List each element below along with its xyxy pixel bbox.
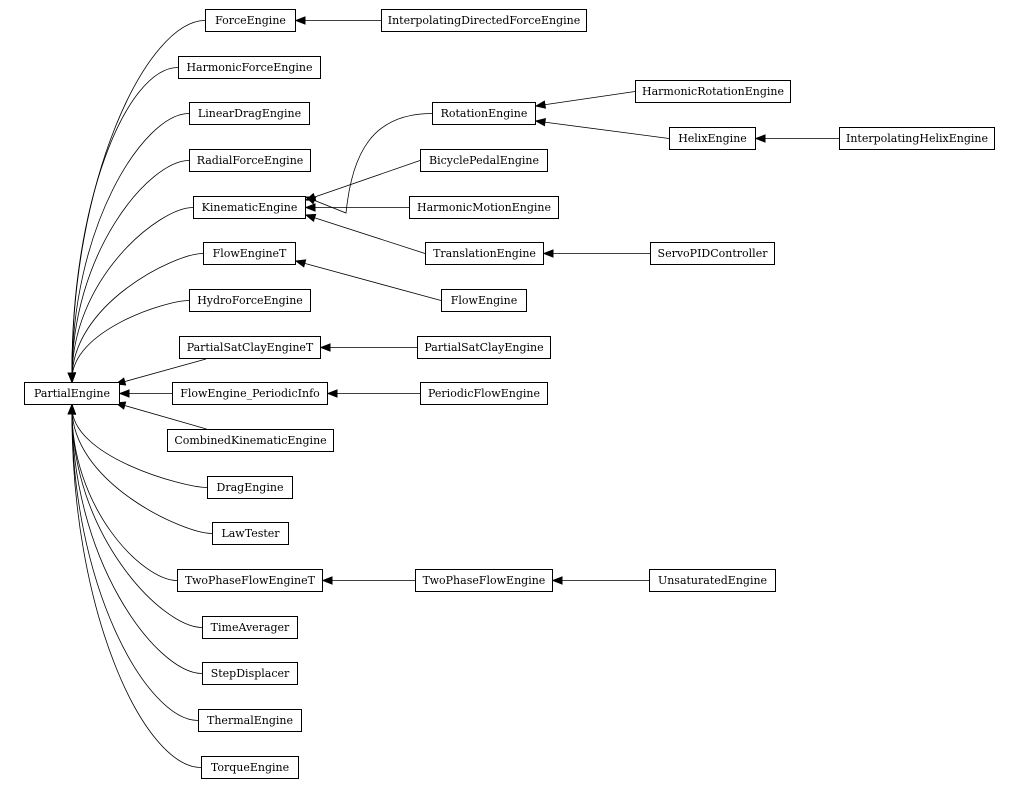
edge-harmonic-rotation-engine-to-rotation-engine-arrowhead xyxy=(534,100,547,109)
class-node-unsaturated-engine[interactable]: UnsaturatedEngine xyxy=(649,569,776,592)
edge-torque-engine-to-partial-engine xyxy=(71,405,202,768)
edge-two-phase-flow-engine-t-to-partial-engine xyxy=(71,405,178,581)
class-node-rotation-engine[interactable]: RotationEngine xyxy=(432,102,536,125)
edge-torque-engine-to-partial-engine-arrowhead xyxy=(67,403,77,415)
class-node-periodic-flow-engine[interactable]: PeriodicFlowEngine xyxy=(420,382,548,405)
class-node-harmonic-rotation-engine[interactable]: HarmonicRotationEngine xyxy=(635,80,791,103)
class-node-torque-engine[interactable]: TorqueEngine xyxy=(201,756,299,779)
edge-drag-engine-to-partial-engine xyxy=(71,405,208,488)
edge-harmonic-rotation-engine-to-rotation-engine xyxy=(535,91,636,107)
class-node-interpolating-directed-force-engine[interactable]: InterpolatingDirectedForceEngine xyxy=(381,9,587,32)
edge-hydro-force-engine-to-partial-engine xyxy=(71,300,190,382)
class-node-combined-kinematic-engine[interactable]: CombinedKinematicEngine xyxy=(167,429,334,452)
edge-bicycle-pedal-engine-to-kinematic-engine xyxy=(305,160,421,201)
class-node-two-phase-flow-engine-t[interactable]: TwoPhaseFlowEngineT xyxy=(177,569,323,592)
class-node-translation-engine[interactable]: TranslationEngine xyxy=(425,242,544,265)
edge-helix-engine-to-rotation-engine-arrowhead xyxy=(534,118,546,127)
edge-rotation-engine-to-kinematic-engine xyxy=(305,113,433,214)
edge-bicycle-pedal-engine-to-kinematic-engine-arrowhead xyxy=(304,192,317,201)
edge-flow-engine-to-flow-engine-t-arrowhead xyxy=(294,259,307,268)
edge-periodic-flow-engine-to-flow-engine-periodic-info-arrowhead xyxy=(326,389,338,398)
edge-harmonic-motion-engine-to-kinematic-engine-arrowhead xyxy=(304,203,316,212)
class-node-bicycle-pedal-engine[interactable]: BicyclePedalEngine xyxy=(420,149,548,172)
class-node-harmonic-motion-engine[interactable]: HarmonicMotionEngine xyxy=(409,196,559,219)
edge-translation-engine-to-kinematic-engine-arrowhead xyxy=(304,213,317,222)
class-node-two-phase-flow-engine[interactable]: TwoPhaseFlowEngine xyxy=(415,569,553,592)
class-node-partial-sat-clay-engine[interactable]: PartialSatClayEngine xyxy=(417,336,551,359)
edge-translation-engine-to-kinematic-engine xyxy=(305,214,426,254)
edge-law-tester-to-partial-engine xyxy=(71,405,213,534)
edge-time-averager-to-partial-engine xyxy=(71,405,203,628)
class-node-interpolating-helix-engine[interactable]: InterpolatingHelixEngine xyxy=(839,127,995,150)
class-node-partial-sat-clay-engine-t[interactable]: PartialSatClayEngineT xyxy=(179,336,321,359)
edge-partial-sat-clay-engine-t-to-partial-engine xyxy=(115,358,207,385)
edge-interpolating-helix-engine-to-helix-engine-arrowhead xyxy=(754,134,766,143)
class-node-law-tester[interactable]: LawTester xyxy=(212,522,289,545)
class-node-force-engine[interactable]: ForceEngine xyxy=(205,9,296,32)
class-node-flow-engine[interactable]: FlowEngine xyxy=(441,289,527,312)
class-node-flow-engine-t[interactable]: FlowEngineT xyxy=(203,242,296,265)
edge-linear-drag-engine-to-partial-engine xyxy=(71,113,190,382)
edge-flow-engine-periodic-info-to-partial-engine-arrowhead xyxy=(118,389,130,398)
edge-flow-engine-to-flow-engine-t xyxy=(295,260,442,301)
edge-two-phase-flow-engine-to-two-phase-flow-engine-t-arrowhead xyxy=(321,576,333,585)
class-node-time-averager[interactable]: TimeAverager xyxy=(202,616,298,639)
class-node-thermal-engine[interactable]: ThermalEngine xyxy=(198,709,302,732)
edge-harmonic-force-engine-to-partial-engine xyxy=(71,67,179,382)
edge-flow-engine-t-to-partial-engine xyxy=(71,253,204,382)
edge-unsaturated-engine-to-two-phase-flow-engine-arrowhead xyxy=(551,576,563,585)
class-node-partial-engine[interactable]: PartialEngine xyxy=(24,382,120,405)
edge-hydro-force-engine-to-partial-engine-arrowhead xyxy=(67,372,76,384)
class-node-helix-engine[interactable]: HelixEngine xyxy=(669,127,756,150)
class-node-hydro-force-engine[interactable]: HydroForceEngine xyxy=(189,289,311,312)
class-node-harmonic-force-engine[interactable]: HarmonicForceEngine xyxy=(178,56,321,79)
class-node-servo-pidcontroller[interactable]: ServoPIDController xyxy=(650,242,775,265)
edge-thermal-engine-to-partial-engine xyxy=(71,405,199,721)
edge-partial-sat-clay-engine-to-partial-sat-clay-engine-t-arrowhead xyxy=(319,343,331,352)
class-node-radial-force-engine[interactable]: RadialForceEngine xyxy=(189,149,311,172)
edge-kinematic-engine-to-partial-engine xyxy=(71,207,194,382)
class-node-step-displacer[interactable]: StepDisplacer xyxy=(202,662,298,685)
edge-helix-engine-to-rotation-engine xyxy=(535,120,670,139)
class-node-drag-engine[interactable]: DragEngine xyxy=(207,476,293,499)
class-node-linear-drag-engine[interactable]: LinearDragEngine xyxy=(189,102,310,125)
edge-radial-force-engine-to-partial-engine xyxy=(71,160,190,382)
class-node-kinematic-engine[interactable]: KinematicEngine xyxy=(193,196,306,219)
edge-servo-pidcontroller-to-translation-engine-arrowhead xyxy=(542,249,554,258)
edge-combined-kinematic-engine-to-partial-engine xyxy=(115,402,207,430)
class-node-flow-engine-periodic-info[interactable]: FlowEngine_PeriodicInfo xyxy=(172,382,328,405)
edge-step-displacer-to-partial-engine xyxy=(71,405,203,674)
edge-interpolating-directed-force-engine-to-force-engine-arrowhead xyxy=(294,16,306,25)
